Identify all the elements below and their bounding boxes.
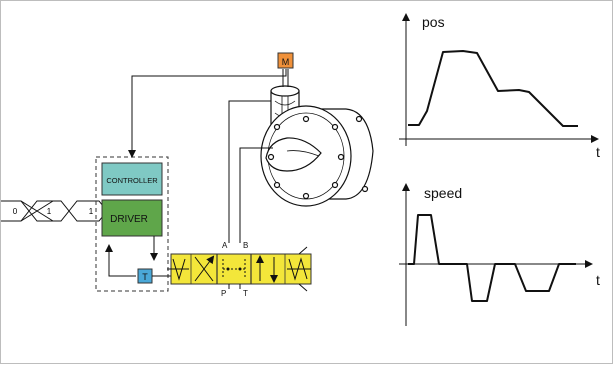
motor-label: M	[282, 57, 290, 67]
hydraulic-lines	[228, 100, 273, 243]
controller-box	[101, 162, 163, 196]
speed-time-label: t	[596, 272, 600, 288]
speed-axis-label: speed	[424, 185, 462, 201]
rotary-actuator	[260, 69, 374, 207]
speed-chart	[399, 183, 593, 326]
motor-box	[277, 52, 294, 69]
bit-0: 0	[13, 207, 18, 216]
port-p-label: P	[221, 289, 226, 298]
pos-axis-label: pos	[422, 14, 445, 30]
proportional-valve	[167, 246, 312, 292]
port-b-label: B	[243, 241, 248, 250]
port-a-label: A	[222, 241, 228, 250]
bit-1: 1	[47, 207, 52, 216]
pos-time-label: t	[596, 144, 600, 160]
port-t-label: T	[243, 289, 248, 298]
feedback-lines	[105, 69, 287, 277]
driver-label: DRIVER	[110, 214, 148, 225]
controller-label: CONTROLLER	[106, 176, 158, 185]
speed-curve	[408, 214, 576, 302]
transducer-label: T	[142, 272, 148, 282]
bit-2: 1	[89, 207, 94, 216]
driver-box	[101, 199, 163, 237]
position-curve	[408, 50, 578, 127]
position-chart	[399, 13, 599, 146]
